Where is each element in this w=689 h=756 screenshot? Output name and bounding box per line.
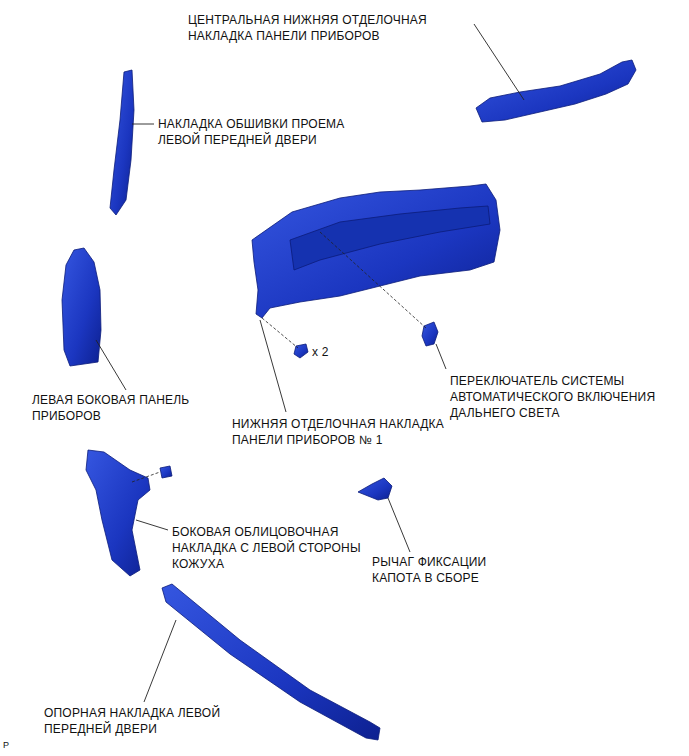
lower-panel-detail	[290, 206, 490, 270]
leader-line	[132, 124, 154, 125]
part-label: ЛЕВАЯ БОКОВАЯ ПАНЕЛЬ ПРИБОРОВ	[32, 392, 232, 424]
screw	[294, 344, 308, 358]
cowl-side-trim	[86, 450, 150, 576]
part-label: ОПОРНАЯ НАКЛАДКА ЛЕВОЙ ПЕРЕДНЕЙ ДВЕРИ	[44, 705, 224, 737]
hood-lever	[358, 478, 392, 500]
part-label: НАКЛАДКА ОБШИВКИ ПРОЕМА ЛЕВОЙ ПЕРЕДНЕЙ Д…	[158, 116, 373, 148]
door-opening-trim	[110, 70, 134, 215]
switch	[422, 322, 438, 346]
leader-line	[260, 320, 286, 412]
figure-code: P	[3, 737, 9, 753]
leader-line	[436, 344, 446, 369]
leader-line	[136, 520, 168, 530]
part-label: РЫЧАГ ФИКСАЦИИ КАПОТА В СБОРЕ	[372, 554, 507, 586]
part-label: ЦЕНТРАЛЬНАЯ НИЖНЯЯ ОТДЕЛОЧНАЯ НАКЛАДКА П…	[188, 12, 488, 44]
leader-line	[474, 24, 524, 100]
dashed-line	[320, 232, 426, 328]
part-label: НИЖНЯЯ ОТДЕЛОЧНАЯ НАКЛАДКА ПАНЕЛИ ПРИБОР…	[232, 416, 477, 448]
side-panel	[62, 248, 101, 366]
part-label: ПЕРЕКЛЮЧАТЕЛЬ СИСТЕМЫ АВТОМАТИЧЕСКОГО ВК…	[450, 373, 675, 421]
dashed-line	[132, 472, 160, 482]
leader-line	[96, 340, 126, 390]
leader-line	[144, 620, 176, 702]
clip	[160, 466, 172, 478]
dashed-line	[262, 318, 298, 348]
lower-panel-1	[252, 184, 500, 318]
center-lower-panel	[476, 60, 636, 122]
quantity-label: x 2	[312, 344, 329, 360]
leader-line	[388, 498, 410, 552]
part-label: БОКОВАЯ ОБЛИЦОВОЧНАЯ НАКЛАДКА С ЛЕВОЙ СТ…	[172, 524, 362, 572]
